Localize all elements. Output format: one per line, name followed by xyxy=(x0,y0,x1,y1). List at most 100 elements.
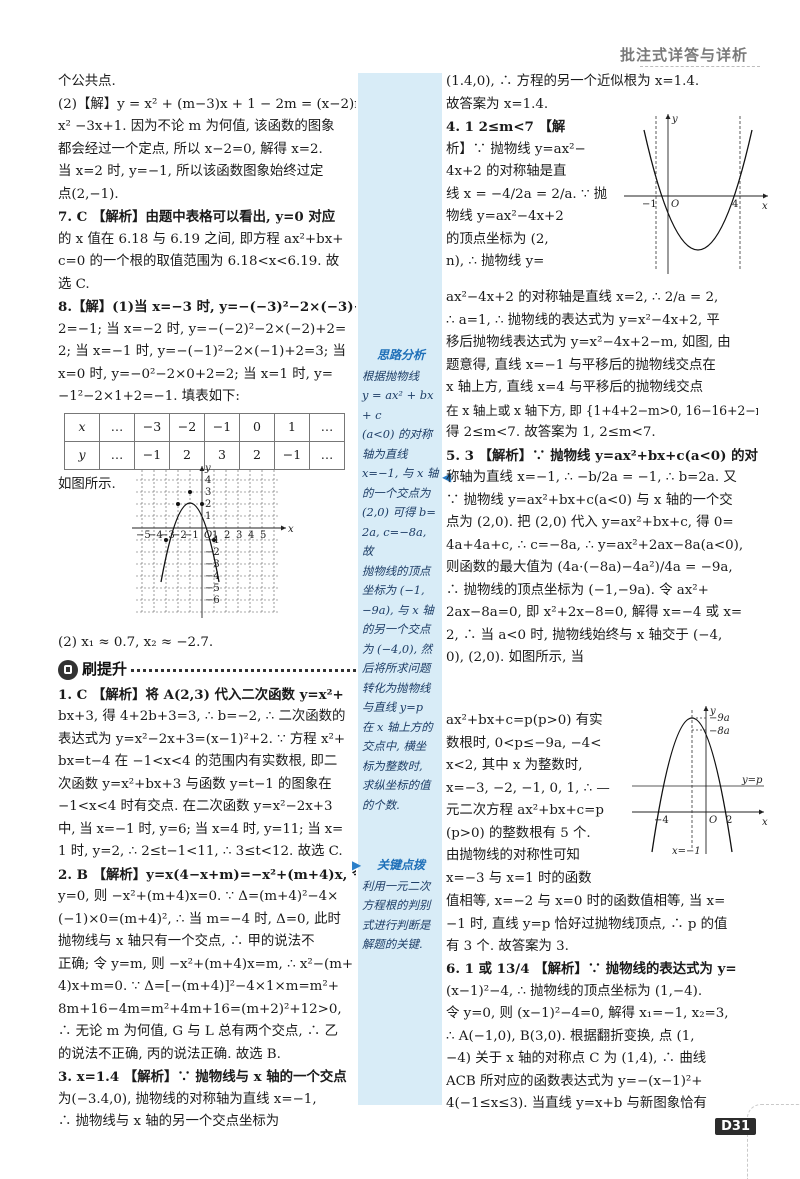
text-line: 4a+4a+c, ∴ c=−8a, ∴ y=ax²+2ax−8a(a<0), xyxy=(446,537,744,553)
table-cell: −2 xyxy=(169,412,205,442)
pencil-badge-icon xyxy=(58,659,78,680)
svg-text:−9a: −9a xyxy=(709,713,730,724)
svg-text:x=−1: x=−1 xyxy=(672,846,701,856)
text-line: 当 x=2 时, y=−1, 所以该函数图象始终过定 xyxy=(58,164,324,179)
svg-text:−5: −5 xyxy=(136,530,151,541)
text-line: 2, ∴ 当 a<0 时, 抛物线始终与 x 轴交于 (−4, xyxy=(446,627,723,643)
text-line: bx=t−4 在 −1<x<4 的范围内有实数根, 即二 xyxy=(58,754,338,769)
text-line: 表达式为 y=x²−2x+3=(x−1)²+2. ∵ 方程 x²+ xyxy=(58,731,346,747)
question-6-title: 6. 1 或 13/4 【解析】∵ 抛物线的表达式为 y= xyxy=(446,961,737,977)
text-line: y=0, 则 −x²+(m+4)x=0. ∵ Δ=(m+4)²−4× xyxy=(58,889,339,904)
question-8: 8.【解】(1)当 x=−3 时, y=−(−3)²−2×(−3)+ xyxy=(58,299,356,315)
table-cell: x xyxy=(64,412,100,442)
section-title: 刷提升 xyxy=(82,660,128,679)
text-line: 次函数 y=x²+bx+3 与函数 y=t−1 的图象在 xyxy=(58,776,332,792)
text-line: 抛物线与 x 轴只有一个交点, ∴ 甲的说法不 xyxy=(58,934,315,949)
text-line: (p>0) 的整数根有 5 个. xyxy=(446,825,591,841)
table-cell: −3 xyxy=(134,412,170,442)
note-title: 思路分析 xyxy=(376,348,425,362)
table-cell: 2 xyxy=(169,440,205,470)
text-line: ax²−4x+2 的对称轴是直线 x=2, ∴ 2/a = 2, xyxy=(446,290,719,305)
question-5-end: 值相等, x=−2 与 x=0 时的函数值相等, 当 x= −1 时, 直线 y… xyxy=(446,891,758,959)
x-tick-labels: −5 −4 −3 −2 −1 O 1 2 3 4 5 xyxy=(136,530,266,541)
question-4-text: 4. 1 2≤m<7 【解 析】∵ 抛物线 y=ax²− 4x+2 的对称轴是直… xyxy=(446,116,618,274)
text-line: 为(−3.4,0), 抛物线的对称轴为直线 x=−1, xyxy=(58,1091,317,1107)
svg-text:O: O xyxy=(709,815,717,826)
note-thinking-analysis: 思路分析 根据抛物线 y = ax² + bx + c (a<0) 的对称 轴为… xyxy=(362,348,439,812)
text-line: ∴ a=1, ∴ 抛物线的表达式为 y=x²−4x+2, 平 xyxy=(446,312,720,328)
text-line: bx+3, 得 4+2b+3=3, ∴ b=−2, ∴ 二次函数的 xyxy=(58,709,346,724)
text-line: 元二次方程 ax²+bx+c=p xyxy=(446,803,604,818)
parabola-curve xyxy=(643,129,753,251)
text-line: 2; 当 x=−1 时, y=−(−1)²−2×(−1)+2=3; 当 xyxy=(58,344,346,359)
text-line: n), ∴ 抛物线 y= xyxy=(446,254,545,269)
svg-text:−4: −4 xyxy=(654,815,669,826)
text-line: 数根时, 0<p≤−9a, −4< xyxy=(446,735,602,751)
text-line: 的说法不正确, 丙的说法正确. 故选 B. xyxy=(58,1046,281,1062)
table-cell: 1 xyxy=(274,412,310,442)
svg-text:1: 1 xyxy=(205,511,211,522)
text-line: 1 时, y=2, ∴ 2≤t−1<11, ∴ 3≤t<12. 故选 C. xyxy=(58,844,343,859)
question-5: 5. 3 【解析】∵ 抛物线 y=ax²+bx+c(a<0) 的对 xyxy=(446,447,758,464)
text-line: (−1)×0=(m+4)², ∴ 当 m=−4 时, Δ=0, 此时 xyxy=(58,911,341,927)
parabola-graph-1: x y −5 −4 −3 −2 −1 O 1 2 3 4 5 4 3 2 1 −… xyxy=(132,463,294,618)
text-line: 物线 y=ax²−4x+2 xyxy=(446,209,564,224)
svg-text:−8a: −8a xyxy=(709,726,730,737)
text-line: 个公共点. xyxy=(58,74,116,89)
pointer-arrow-icon: ▶ xyxy=(352,858,362,872)
svg-text:3: 3 xyxy=(205,487,211,498)
left-column-lower: (2) x₁ ≈ 0.7, x₂ ≈ −2.7. 刷提升 1. C 【解析】将 … xyxy=(58,632,356,1134)
text-line: 的顶点坐标为 (2, xyxy=(446,231,549,247)
question-5-side: ax²+bx+c=p(p>0) 有实 数根时, 0<p≤−9a, −4< x<2… xyxy=(446,710,628,890)
svg-text:−1: −1 xyxy=(184,530,199,541)
parabola-graph-3: −9a −8a y=p −4 O 2 x y x=−1 xyxy=(632,706,768,856)
pointer-arrow-icon: ◀ xyxy=(442,470,452,484)
question-3: 3. x=1.4 【解析】∵ 抛物线与 x 轴的一个交点 xyxy=(58,1069,347,1085)
svg-text:y=p: y=p xyxy=(741,775,763,786)
table-cell: 2 xyxy=(239,440,275,470)
question-6: 6. 1 或 13/4 【解析】∵ 抛物线的表达式为 y= (x−1)²−4, … xyxy=(446,958,758,1116)
svg-text:2: 2 xyxy=(726,815,732,826)
text-line: x=−3 与 x=1 时的函数 xyxy=(446,870,592,886)
svg-text:1: 1 xyxy=(212,530,218,541)
svg-text:−6: −6 xyxy=(205,595,220,606)
question-4: 4. 1 2≤m<7 【解 xyxy=(446,119,566,135)
text-line: 题意得, 直线 x=−1 与平移后的抛物线交点在 xyxy=(446,357,716,373)
note-title: 关键点拨 xyxy=(376,858,425,872)
text-line: 2ax−8a=0, 即 x²+2x−8=0, 解得 x=−4 或 x= xyxy=(446,605,743,620)
text-line: 线 x = −4/2a = 2/a. ∵ 抛 xyxy=(446,186,608,202)
header-divider xyxy=(640,66,760,67)
text-line: 中, 当 x=−1 时, y=6; 当 x=4 时, y=11; 当 x= xyxy=(58,821,344,837)
table-cell: y xyxy=(64,440,100,470)
question-1: 1. C 【解析】将 A(2,3) 代入二次函数 y=x²+ xyxy=(58,686,344,703)
text-line: ACB 所对应的函数表达式为 y=−(x−1)²+ xyxy=(446,1073,703,1089)
page-number: D31 xyxy=(715,1118,756,1135)
svg-text:O: O xyxy=(671,199,679,210)
text-line: (1.4,0), ∴ 方程的另一个近似根为 x=1.4. xyxy=(446,74,700,89)
svg-text:4: 4 xyxy=(732,199,738,210)
note-key-point: 关键点拨 利用一元二次 方程根的判别 式进行判断是 解题的关键. xyxy=(362,856,440,955)
text-line: x=0 时, y=−0²−2×0+2=2; 当 x=1 时, y= xyxy=(58,366,333,382)
svg-text:2: 2 xyxy=(224,530,230,541)
table-cell: 0 xyxy=(239,412,275,442)
table-cell: … xyxy=(309,412,345,442)
plotted-points xyxy=(164,490,216,542)
question-4-continued: ax²−4x+2 的对称轴是直线 x=2, ∴ 2/a = 2, ∴ a=1, … xyxy=(446,287,758,670)
table-cell: −1 xyxy=(274,440,310,470)
text-line: c=0 的一个根的取值范围为 6.18<x<6.19. 故 xyxy=(58,254,340,269)
parabola-curve xyxy=(160,502,220,583)
text-line: x<2, 其中 x 为整数时, xyxy=(446,758,583,773)
svg-text:y: y xyxy=(709,706,716,717)
text-line: 令 y=0, 则 (x−1)²−4=0, 解得 x₁=−1, x₂=3, xyxy=(446,1006,729,1021)
text-line: ∴ 无论 m 为何值, G 与 L 总有两个交点, ∴ 乙 xyxy=(58,1024,338,1039)
text-line: 选 C. xyxy=(58,276,90,292)
text-line: −1 时, 直线 y=p 恰好过抛物线顶点, ∴ p 的值 xyxy=(446,916,728,932)
table-row: y … −1 2 3 2 −1 … xyxy=(64,440,345,470)
dotted-divider xyxy=(131,669,356,672)
text-line: ∵ 抛物线 y=ax²+bx+c(a<0) 与 x 轴的一个交 xyxy=(446,492,733,508)
text-line: 4x+2 的对称轴是直 xyxy=(446,164,567,179)
text-line: 在 x 轴上或 x 轴下方, 即 {1+4+2−m>0, 16−16+2−m≤0… xyxy=(446,402,758,418)
svg-text:−2: −2 xyxy=(172,530,187,541)
text-line: 值相等, x=−2 与 x=0 时的函数值相等, 当 x= xyxy=(446,894,726,909)
text-line: (2)【解】y = x² + (m−3)x + 1 − 2m = (x−2)m … xyxy=(58,96,356,112)
